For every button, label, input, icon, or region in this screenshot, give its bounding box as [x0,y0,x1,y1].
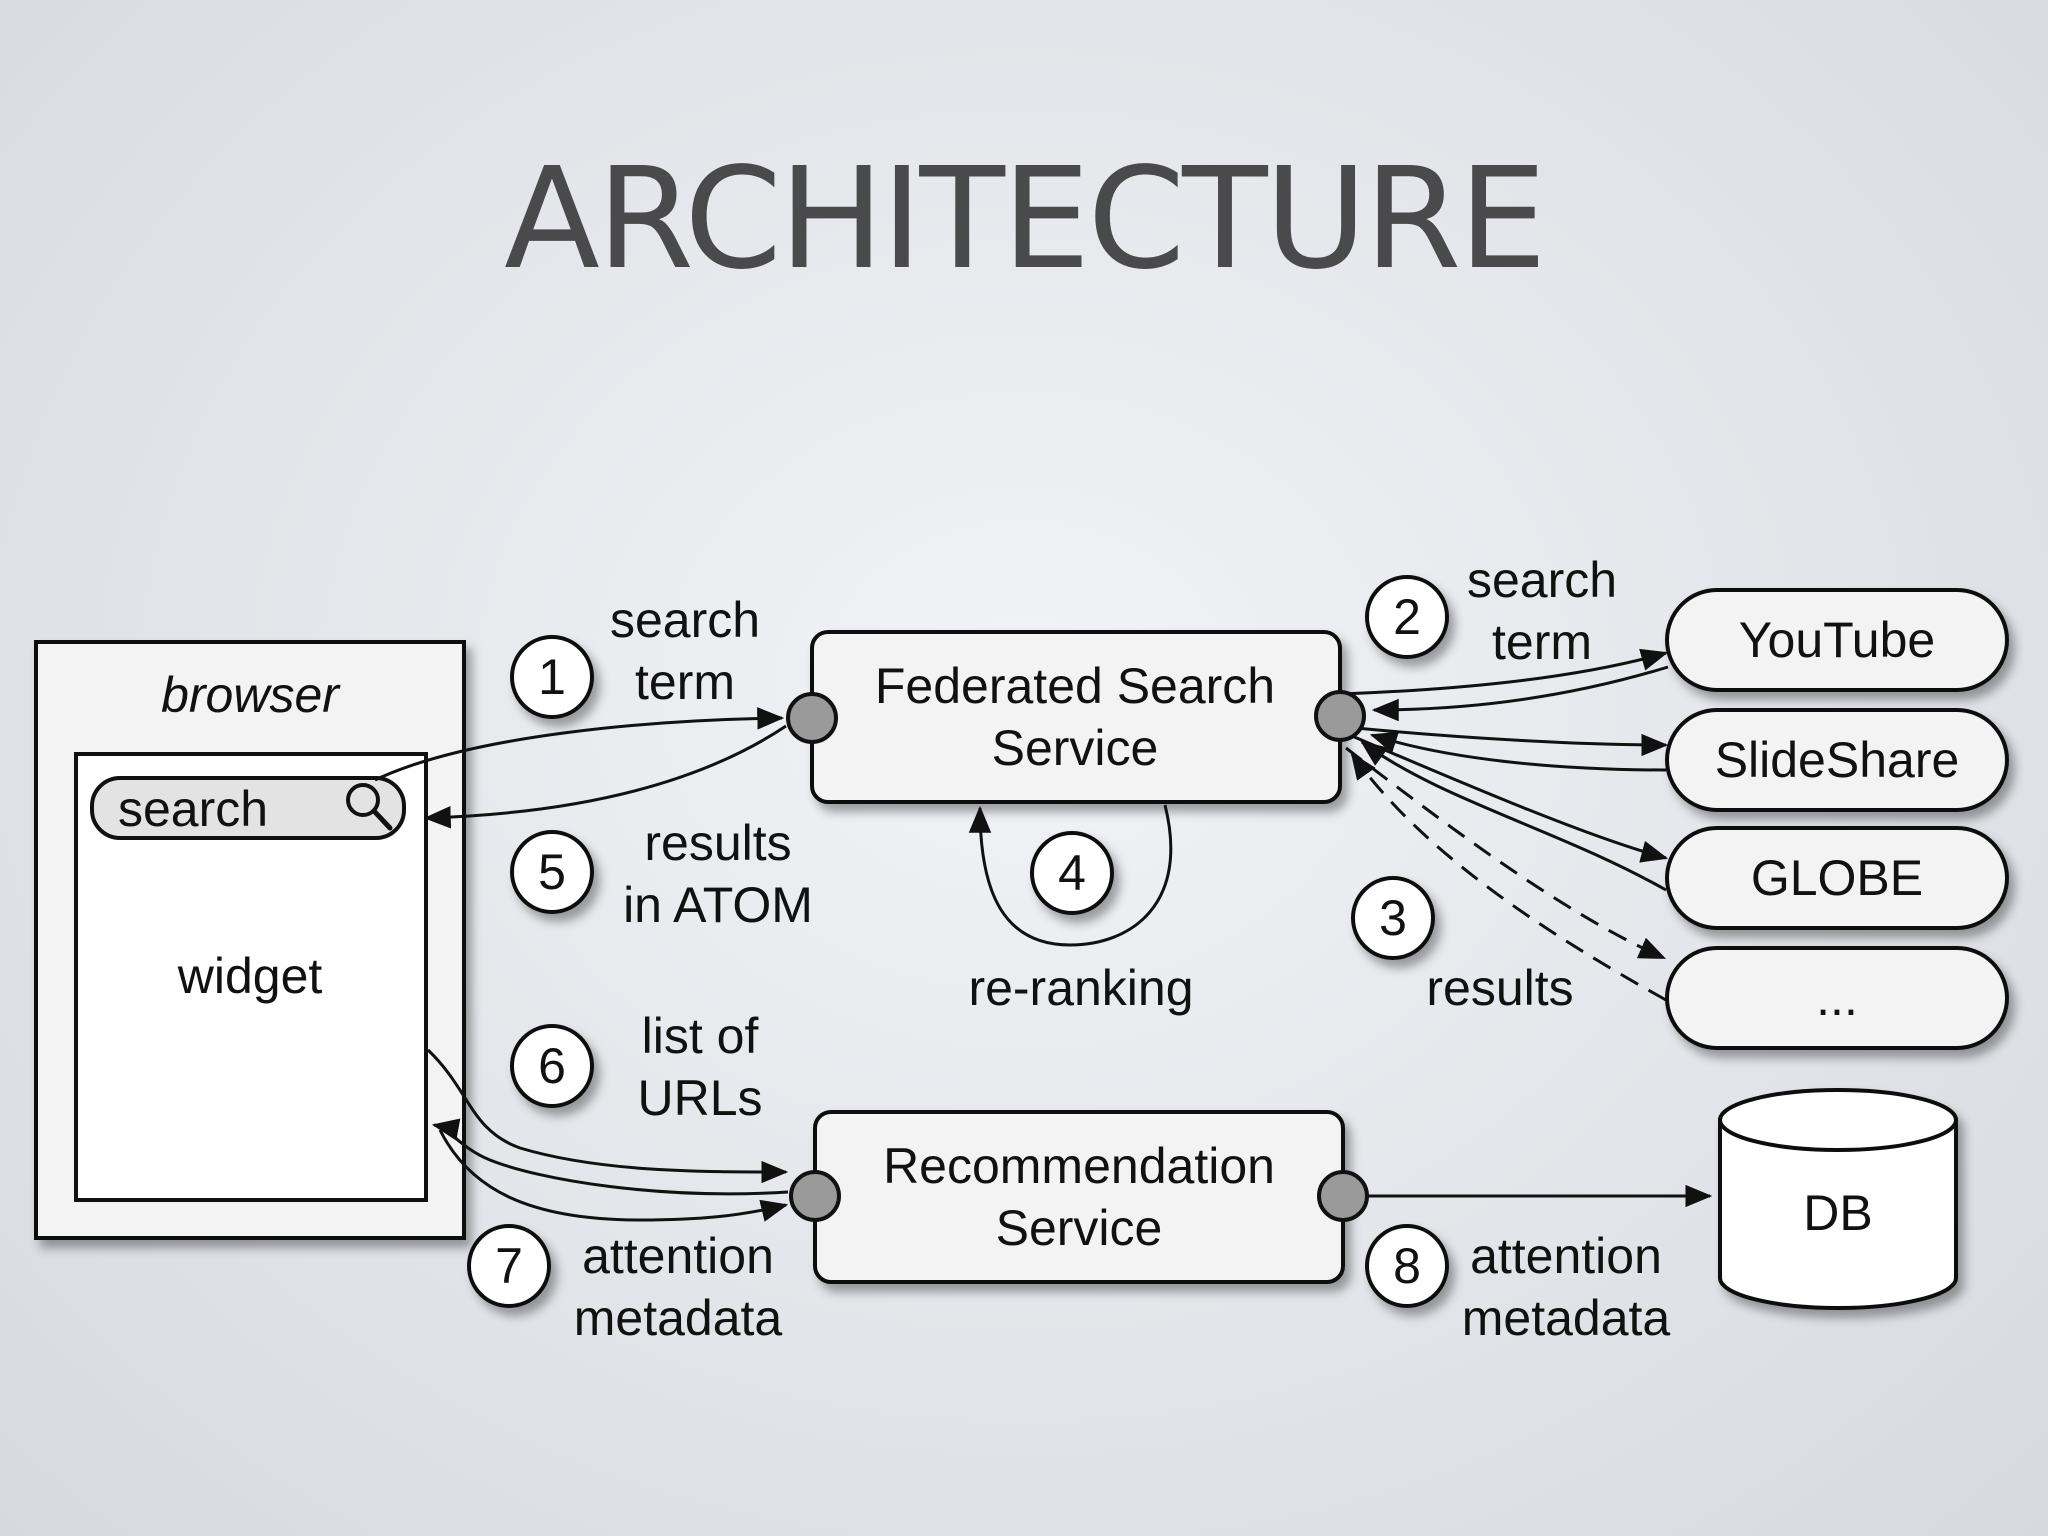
step-8-label-line1: attention [1470,1228,1662,1284]
svg-text:7: 7 [495,1238,523,1294]
db-cylinder [1718,1088,1958,1310]
step-8-marker: 8 [1365,1224,1449,1308]
svg-text:3: 3 [1379,890,1407,946]
arrow-slideshare-to-federated [1369,731,1667,772]
step-labels: search term search term results re-ranki… [574,552,1671,1346]
source-youtube-label: YouTube [1739,612,1935,668]
step-6-label-line1: list of [642,1008,759,1064]
arrow-youtube-to-federated [1371,665,1669,722]
step-7-label-line1: attention [582,1228,774,1284]
source-globe: GLOBE [1665,826,2009,930]
step-3-marker: 3 [1351,876,1435,960]
port-federated-left [786,692,838,744]
source-more-label: ... [1816,970,1858,1026]
source-slideshare: SlideShare [1665,708,2009,812]
connector-ports [786,690,1369,1222]
svg-text:2: 2 [1393,589,1421,645]
arrow-urls-to-recommendation [426,1048,789,1184]
step-7-marker: 7 [467,1224,551,1308]
arrow-search-to-youtube [1339,648,1669,696]
source-globe-label: GLOBE [1751,850,1923,906]
source-more: ... [1665,946,2009,1050]
arrow-results-to-browser [423,724,787,829]
federated-search-service: Federated Search Service [810,630,1342,804]
arrow-re-ranking-loop [968,804,1173,947]
step-1-marker: 1 [510,635,594,719]
db-label: DB [1803,1185,1872,1241]
search-input[interactable] [90,776,406,840]
widget-label: widget [177,948,323,1004]
arrows [374,648,1713,1222]
step-6-marker: 6 [510,1024,594,1108]
step-markers: 1 2 3 4 5 6 7 8 [467,575,1449,1308]
svg-text:1: 1 [538,649,566,705]
recommendation-service-label-line1: Recommendation [883,1138,1275,1194]
arrow-more-to-federated [1350,752,1667,1002]
step-3-label: results [1426,960,1573,1016]
arrow-search-term-to-federated [374,707,785,782]
browser-label: browser [161,667,341,723]
step-7-label-line2: metadata [574,1290,783,1346]
step-5-label-line2: in ATOM [623,877,813,933]
step-5-marker: 5 [510,830,594,914]
arrow-globe-to-federated [1360,740,1667,892]
port-recommendation-left [789,1170,841,1222]
step-4-marker: 4 [1030,831,1114,915]
federated-service-label-line2: Service [992,720,1159,776]
arrow-recommendation-to-browser [431,1118,789,1196]
recommendation-service-label-line2: Service [996,1200,1163,1256]
federated-service-label-line1: Federated Search [875,658,1275,714]
svg-text:6: 6 [538,1038,566,1094]
svg-text:8: 8 [1393,1238,1421,1294]
svg-text:5: 5 [538,844,566,900]
browser-box: browser search widget [34,640,466,1240]
search-icon[interactable] [346,783,393,831]
recommendation-service: Recommendation Service [813,1110,1345,1284]
step-2-label-line1: search [1467,552,1617,608]
step-5-label-line1: results [644,815,791,871]
search-input-placeholder: search [118,781,268,837]
arrow-attention-to-recommendation [438,1129,789,1222]
step-4-label: re-ranking [968,960,1193,1016]
step-6-label-line2: URLs [637,1070,762,1126]
page-title: ARCHITECTURE [504,138,1547,301]
source-youtube: YouTube [1665,588,2009,692]
source-slideshare-label: SlideShare [1715,732,1960,788]
step-8-label-line2: metadata [1462,1290,1671,1346]
step-2-marker: 2 [1365,575,1449,659]
arrow-search-to-more [1345,746,1667,960]
port-federated-right [1314,690,1366,742]
arrow-search-to-slideshare [1355,726,1669,757]
arrow-search-to-globe [1351,734,1669,863]
step-1-label-line2: term [635,654,735,710]
step-1-label-line1: search [610,592,760,648]
port-recommendation-right [1317,1170,1369,1222]
step-2-label-line2: term [1492,614,1592,670]
svg-text:4: 4 [1058,845,1086,901]
